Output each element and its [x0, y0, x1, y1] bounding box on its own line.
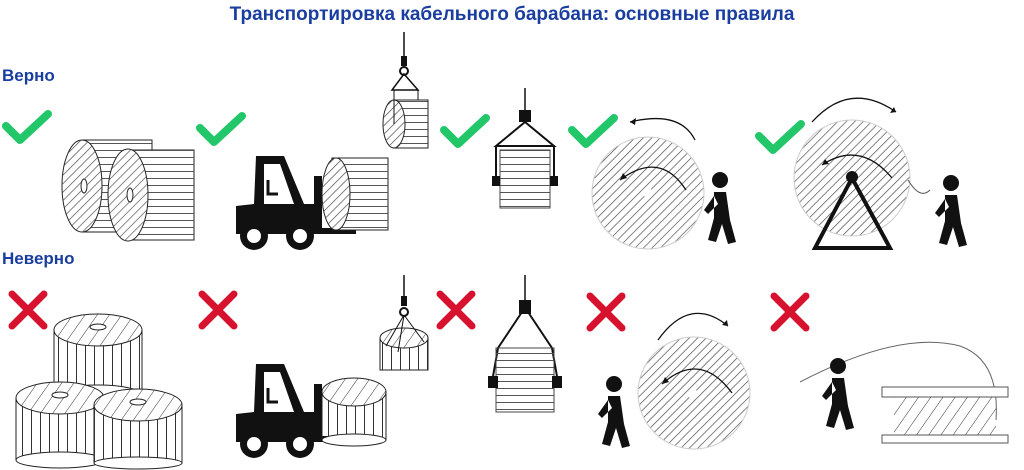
page-title: Транспортировка кабельного барабана: осн…: [229, 4, 795, 25]
incorrect-cross-5: [774, 296, 806, 328]
incorrect-cross-3: [440, 294, 472, 326]
crane-spreader-drum-illustration: [492, 88, 558, 209]
correct-check-4: [572, 118, 614, 144]
incorrect-cross-1: [12, 294, 44, 326]
drums-standing-on-edge-illustration: [61, 139, 195, 242]
crane-spreader-crushing-flanges-illustration: [488, 275, 562, 413]
roll-drum-wrong-direction-illustration: [598, 312, 751, 450]
incorrect-cross-2: [202, 294, 234, 326]
crane-drum-axis-bar-illustration: [382, 32, 429, 149]
row-label-correct: Верно: [2, 66, 55, 85]
drums-stacked-flat-illustration: [15, 313, 183, 470]
crane-drum-flat-illustration: [379, 275, 429, 371]
correct-check-1: [6, 114, 48, 140]
incorrect-cross-4: [590, 296, 622, 328]
pull-cable-from-flat-drum-illustration: [799, 341, 1009, 444]
forklift-drum-flat-illustration: [234, 362, 387, 460]
row-label-incorrect: Неверно: [2, 249, 75, 268]
correct-check-5: [759, 124, 801, 150]
roll-drum-correct-direction-illustration: [591, 118, 736, 250]
correct-check-2: [200, 116, 242, 142]
forklift-drum-on-edge-illustration: [234, 154, 389, 252]
unwind-drum-on-stand-illustration: [793, 97, 967, 250]
correct-check-3: [444, 118, 486, 144]
